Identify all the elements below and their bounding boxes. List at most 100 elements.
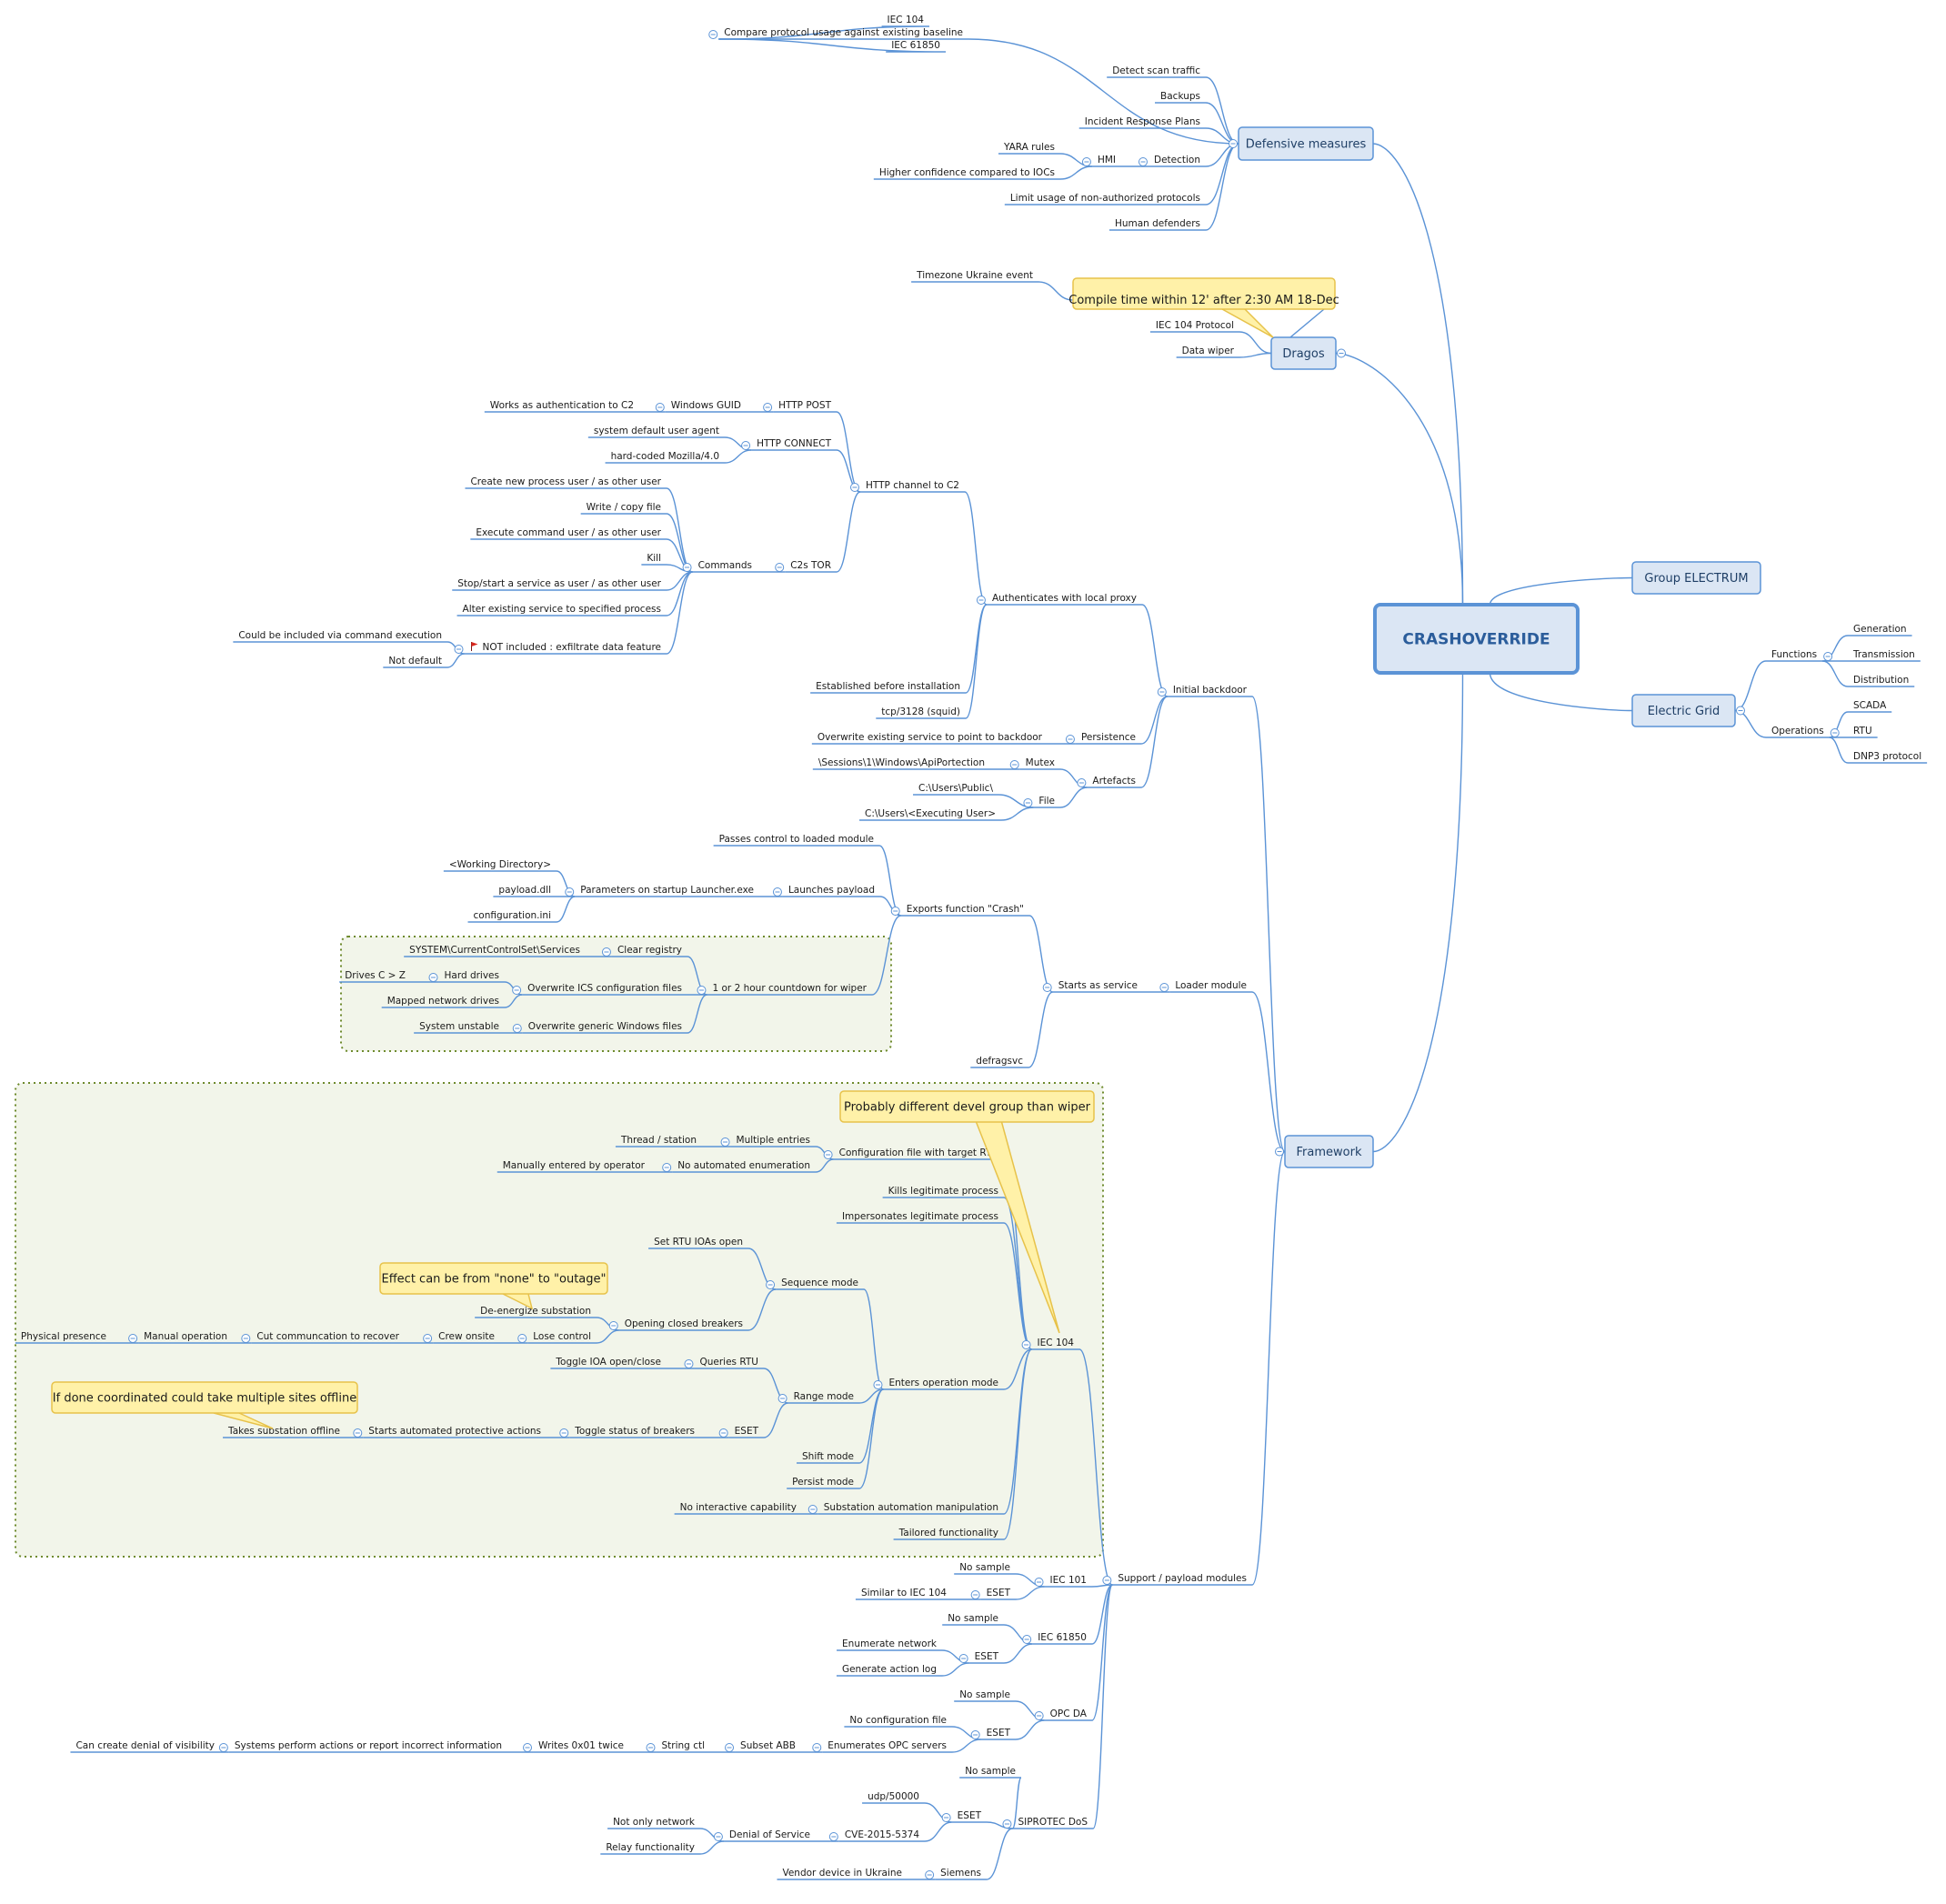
topic-launches-payload[interactable]: Launches payload [788,885,875,896]
collapse-toggle-range-mode[interactable] [777,1394,787,1403]
topic-transmission[interactable]: Transmission [1852,649,1915,660]
collapse-toggle-windows-guid[interactable] [655,403,665,412]
topic-create-new-process-user-as-other-user[interactable]: Create new process user / as other user [470,476,661,487]
topic-compare-protocol-usage-against-existing-baseline[interactable]: Compare protocol usage against existing … [724,27,963,38]
topic-no-automated-enumeration[interactable]: No automated enumeration [677,1160,810,1171]
topic-udp-50000[interactable]: udp/50000 [868,1791,919,1802]
collapse-toggle-http-connect[interactable] [741,441,751,450]
topic-http-connect[interactable]: HTTP CONNECT [757,438,831,449]
callout-note-1[interactable] [839,1090,1095,1123]
topic-impersonates-legitimate-process[interactable]: Impersonates legitimate process [842,1211,998,1222]
topic-initial-backdoor[interactable]: Initial backdoor [1173,685,1248,696]
collapse-toggle-eset[interactable] [718,1428,728,1438]
main-topic-electric-grid[interactable] [1631,694,1736,727]
collapse-toggle-multiple-entries[interactable] [720,1137,730,1147]
topic-set-rtu-ioas-open[interactable]: Set RTU IOAs open [654,1237,743,1248]
topic-iec-104[interactable]: IEC 104 [1038,1338,1075,1348]
collapse-toggle-manual-operation[interactable] [128,1334,138,1343]
topic-http-post[interactable]: HTTP POST [778,400,831,411]
topic-overwrite-generic-windows-files[interactable]: Overwrite generic Windows files [528,1021,682,1032]
topic-enumerate-network[interactable]: Enumerate network [842,1638,938,1649]
collapse-toggle-loader-module[interactable] [1159,983,1169,992]
collapse-toggle-persistence[interactable] [1065,735,1075,744]
topic-could-be-included-via-command-execution[interactable]: Could be included via command execution [238,630,442,641]
topic-crew-onsite[interactable]: Crew onsite [438,1331,495,1342]
main-topic-dragos[interactable] [1270,336,1337,370]
topic-persistence[interactable]: Persistence [1081,732,1136,743]
topic-exports-function-crash[interactable]: Exports function "Crash" [907,904,1024,915]
topic-tcp-3128-squid[interactable]: tcp/3128 (squid) [881,706,960,717]
topic-queries-rtu[interactable]: Queries RTU [699,1357,758,1368]
collapse-toggle-artefacts[interactable] [1077,778,1087,787]
topic-eset[interactable]: ESET [958,1810,982,1821]
topic-configuration-ini[interactable]: configuration.ini [474,910,551,921]
collapse-toggle-mutex[interactable] [1009,760,1019,769]
topic-toggle-status-of-breakers[interactable]: Toggle status of breakers [574,1426,695,1437]
collapse-toggle-enumerates-opc-servers[interactable] [812,1743,822,1752]
callout-note-3[interactable] [51,1381,358,1414]
topic-c-users-public[interactable]: C:\Users\Public\ [918,783,993,794]
collapse-toggle-launches-payload[interactable] [772,887,782,897]
collapse-toggle-not-included-exfiltrate-data-feature[interactable] [454,645,464,654]
topic-enters-operation-mode[interactable]: Enters operation mode [888,1378,998,1388]
topic-distribution[interactable]: Distribution [1853,675,1909,686]
collapse-toggle-eset[interactable] [941,1813,951,1822]
topic-1-or-2-hour-countdown-for-wiper[interactable]: 1 or 2 hour countdown for wiper [712,983,867,994]
topic-systems-perform-actions-or-report-incorrect-information[interactable]: Systems perform actions or report incorr… [235,1740,502,1751]
collapse-toggle-initial-backdoor[interactable] [1157,687,1167,696]
topic-starts-automated-protective-actions[interactable]: Starts automated protective actions [368,1426,541,1437]
collapse-toggle-enters-operation-mode[interactable] [873,1380,883,1389]
topic-manual-operation[interactable]: Manual operation [144,1331,227,1342]
collapse-toggle-toggle-status-of-breakers[interactable] [559,1428,569,1438]
collapse-toggle-sequence-mode[interactable] [766,1280,776,1289]
topic-working-directory[interactable]: <Working Directory> [449,859,551,870]
topic-timezone-ukraine-event[interactable]: Timezone Ukraine event [916,270,1033,281]
topic-range-mode[interactable]: Range mode [794,1391,854,1402]
topic-shift-mode[interactable]: Shift mode [802,1451,854,1462]
topic-hmi[interactable]: HMI [1098,155,1116,165]
topic-mutex[interactable]: Mutex [1026,757,1055,768]
topic-file[interactable]: File [1038,796,1055,807]
collapse-toggle-framework[interactable] [1275,1147,1284,1157]
collapse-toggle-parameters-on-startup-launcher-exe[interactable] [565,887,575,897]
topic-configuration-file-with-target-rtu[interactable]: Configuration file with target RTU [839,1147,998,1158]
root-topic[interactable] [1373,603,1580,675]
topic-can-create-denial-of-visibility[interactable]: Can create denial of visibility [75,1740,215,1751]
topic-takes-substation-offline[interactable]: Takes substation offline [227,1426,340,1437]
collapse-toggle-eset[interactable] [958,1654,968,1663]
topic-incident-response-plans[interactable]: Incident Response Plans [1085,116,1200,127]
topic-scada[interactable]: SCADA [1853,700,1887,711]
topic-kills-legitimate-process[interactable]: Kills legitimate process [888,1186,998,1197]
topic-iec-104[interactable]: IEC 104 [888,15,925,25]
callout-note-2[interactable] [379,1262,608,1295]
topic-defragsvc[interactable]: defragsvc [976,1056,1023,1067]
topic-c2s-tor[interactable]: C2s TOR [790,560,831,571]
collapse-toggle-substation-automation-manipulation[interactable] [807,1505,818,1514]
collapse-toggle-http-post[interactable] [763,403,773,412]
topic-higher-confidence-compared-to-iocs[interactable]: Higher confidence compared to IOCs [879,167,1055,178]
topic-iec-61850[interactable]: IEC 61850 [891,40,940,51]
topic-toggle-ioa-open-close[interactable]: Toggle IOA open/close [555,1357,661,1368]
topic-works-as-authentication-to-c2[interactable]: Works as authentication to C2 [490,400,634,411]
topic-iec-61850[interactable]: IEC 61850 [1038,1632,1087,1643]
topic-commands[interactable]: Commands [698,560,752,571]
topic-write-copy-file[interactable]: Write / copy file [587,502,661,513]
topic-limit-usage-of-non-authorized-protocols[interactable]: Limit usage of non-authorized protocols [1010,193,1200,204]
topic-no-sample[interactable]: No sample [959,1689,1010,1700]
topic-hard-drives[interactable]: Hard drives [444,970,499,981]
topic-enumerates-opc-servers[interactable]: Enumerates OPC servers [828,1740,947,1751]
collapse-toggle-configuration-file-with-target-rtu[interactable] [823,1150,833,1159]
topic-no-sample[interactable]: No sample [959,1562,1010,1573]
topic-not-default[interactable]: Not default [388,656,442,666]
collapse-toggle-writes-0x01-twice[interactable] [523,1743,533,1752]
topic-passes-control-to-loaded-module[interactable]: Passes control to loaded module [719,834,874,845]
callout-compile-time-within-12-after-2-30-am-18-dec[interactable] [1072,277,1336,310]
topic-generation[interactable]: Generation [1853,624,1907,635]
topic-multiple-entries[interactable]: Multiple entries [737,1135,810,1146]
topic-denial-of-service[interactable]: Denial of Service [729,1829,810,1840]
topic-persist-mode[interactable]: Persist mode [792,1477,854,1488]
topic-tailored-functionality[interactable]: Tailored functionality [898,1528,998,1538]
collapse-toggle-http-channel-to-c2[interactable] [850,483,859,492]
topic-not-only-network[interactable]: Not only network [613,1817,696,1828]
collapse-toggle-operations[interactable] [1830,728,1840,737]
